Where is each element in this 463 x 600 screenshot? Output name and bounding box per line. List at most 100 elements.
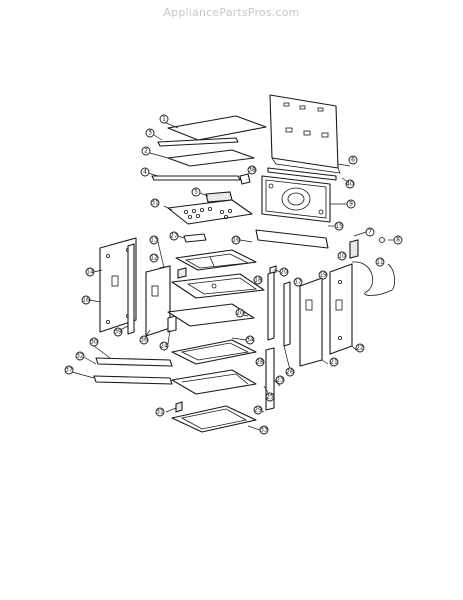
oven-rack xyxy=(171,339,257,365)
callout-7: 7 xyxy=(365,227,375,237)
callout-label: 5 xyxy=(194,189,198,196)
callout-39: 39 xyxy=(113,327,123,337)
bottom-tray xyxy=(171,405,257,433)
callout-label: 21 xyxy=(330,359,338,366)
callout-label: 18 xyxy=(254,277,262,284)
callout-25: 25 xyxy=(265,392,275,402)
callout-18: 18 xyxy=(253,275,263,285)
callout-label: 32 xyxy=(76,353,84,360)
callout-1: 1 xyxy=(159,114,169,124)
callout-label: 7 xyxy=(368,229,372,236)
spring-clip xyxy=(177,267,187,279)
callout-label: 39 xyxy=(114,329,122,336)
callout-29: 29 xyxy=(253,405,263,415)
callout-label: 8 xyxy=(396,237,400,244)
callout-label: 22 xyxy=(356,345,364,352)
cord-plug xyxy=(379,237,385,243)
callout-label: 25 xyxy=(266,394,274,401)
callout-label: 28 xyxy=(256,359,264,366)
callout-label: 38 xyxy=(248,167,256,174)
outer-right-panel xyxy=(329,263,353,355)
callout-label: 9 xyxy=(349,201,353,208)
callout-28: 28 xyxy=(255,357,265,367)
callout-16b: 16 xyxy=(81,295,91,305)
watermark: AppliancePartsPros.com xyxy=(163,6,300,19)
callout-6: 6 xyxy=(348,155,358,165)
callout-33: 33 xyxy=(259,425,269,435)
callout-label: 40 xyxy=(346,181,354,188)
callout-label: 30 xyxy=(90,339,98,346)
callout-label: 24 xyxy=(160,343,168,350)
callout-9: 9 xyxy=(346,199,356,209)
callout-16: 16 xyxy=(231,235,241,245)
front-rail xyxy=(255,229,329,249)
callout-label: 14 xyxy=(86,269,94,276)
callout-22: 22 xyxy=(355,343,365,353)
callout-label: 17 xyxy=(294,279,302,286)
callout-label: 23 xyxy=(276,377,284,384)
callout-12: 12 xyxy=(149,253,159,263)
trim-strip-lower xyxy=(151,175,241,181)
callout-label: 34 xyxy=(246,337,254,344)
inner-left-panel xyxy=(145,265,171,337)
callout-36: 36 xyxy=(139,335,149,345)
callout-24: 24 xyxy=(159,341,169,351)
callout-20: 20 xyxy=(279,267,289,277)
callout-label: 1 xyxy=(162,116,166,123)
insulation-panel xyxy=(167,149,255,167)
callout-21: 21 xyxy=(329,357,339,367)
callout-37: 37 xyxy=(64,365,74,375)
right-side-panel xyxy=(299,277,323,367)
callout-27: 27 xyxy=(169,231,179,241)
callout-4: 4 xyxy=(140,167,150,177)
callout-label: 3 xyxy=(148,130,152,137)
callout-label: 36 xyxy=(140,337,148,344)
callout-5: 5 xyxy=(191,187,201,197)
callout-26: 26 xyxy=(285,367,295,377)
broil-pan xyxy=(171,369,257,395)
callout-label: 16 xyxy=(232,237,240,244)
callout-label: 31 xyxy=(151,200,159,207)
callout-label: 20 xyxy=(280,269,288,276)
callout-label: 13 xyxy=(150,237,158,244)
rear-strip xyxy=(267,167,337,181)
callout-32: 32 xyxy=(75,351,85,361)
callout-38: 38 xyxy=(247,165,257,175)
callout-label: 12 xyxy=(150,255,158,262)
callout-10: 10 xyxy=(337,251,347,261)
callout-label: 19 xyxy=(319,272,327,279)
callout-14: 14 xyxy=(85,267,95,277)
right-door-frame xyxy=(283,281,291,347)
callout-34: 34 xyxy=(245,335,255,345)
control-panel xyxy=(167,199,253,225)
callout-19: 19 xyxy=(318,270,328,280)
rear-panel xyxy=(269,94,341,174)
callout-31b: 31 xyxy=(155,407,165,417)
bottom-bracket xyxy=(167,315,177,333)
callout-label: 20 xyxy=(236,310,244,317)
long-rail xyxy=(95,357,173,367)
callout-label: 16 xyxy=(82,297,90,304)
callout-label: 33 xyxy=(260,427,268,434)
bolt xyxy=(175,401,183,413)
callout-20b: 20 xyxy=(235,308,245,318)
callout-40: 40 xyxy=(345,179,355,189)
callout-30: 30 xyxy=(89,337,99,347)
hinge-bracket xyxy=(183,233,207,243)
callout-17: 17 xyxy=(293,277,303,287)
callout-2: 2 xyxy=(141,146,151,156)
callout-label: 4 xyxy=(143,169,147,176)
callout-label: 29 xyxy=(254,407,262,414)
power-cord xyxy=(351,261,396,296)
oven-liner xyxy=(171,273,265,299)
callout-23: 23 xyxy=(275,375,285,385)
top-panel xyxy=(167,115,267,141)
burner-tray xyxy=(175,249,257,271)
left-trim xyxy=(127,243,135,335)
callout-15: 15 xyxy=(334,221,344,231)
callout-label: 2 xyxy=(144,148,148,155)
callout-11: 11 xyxy=(375,257,385,267)
callout-8: 8 xyxy=(393,235,403,245)
glass-panel xyxy=(167,303,255,327)
callout-31: 31 xyxy=(150,198,160,208)
